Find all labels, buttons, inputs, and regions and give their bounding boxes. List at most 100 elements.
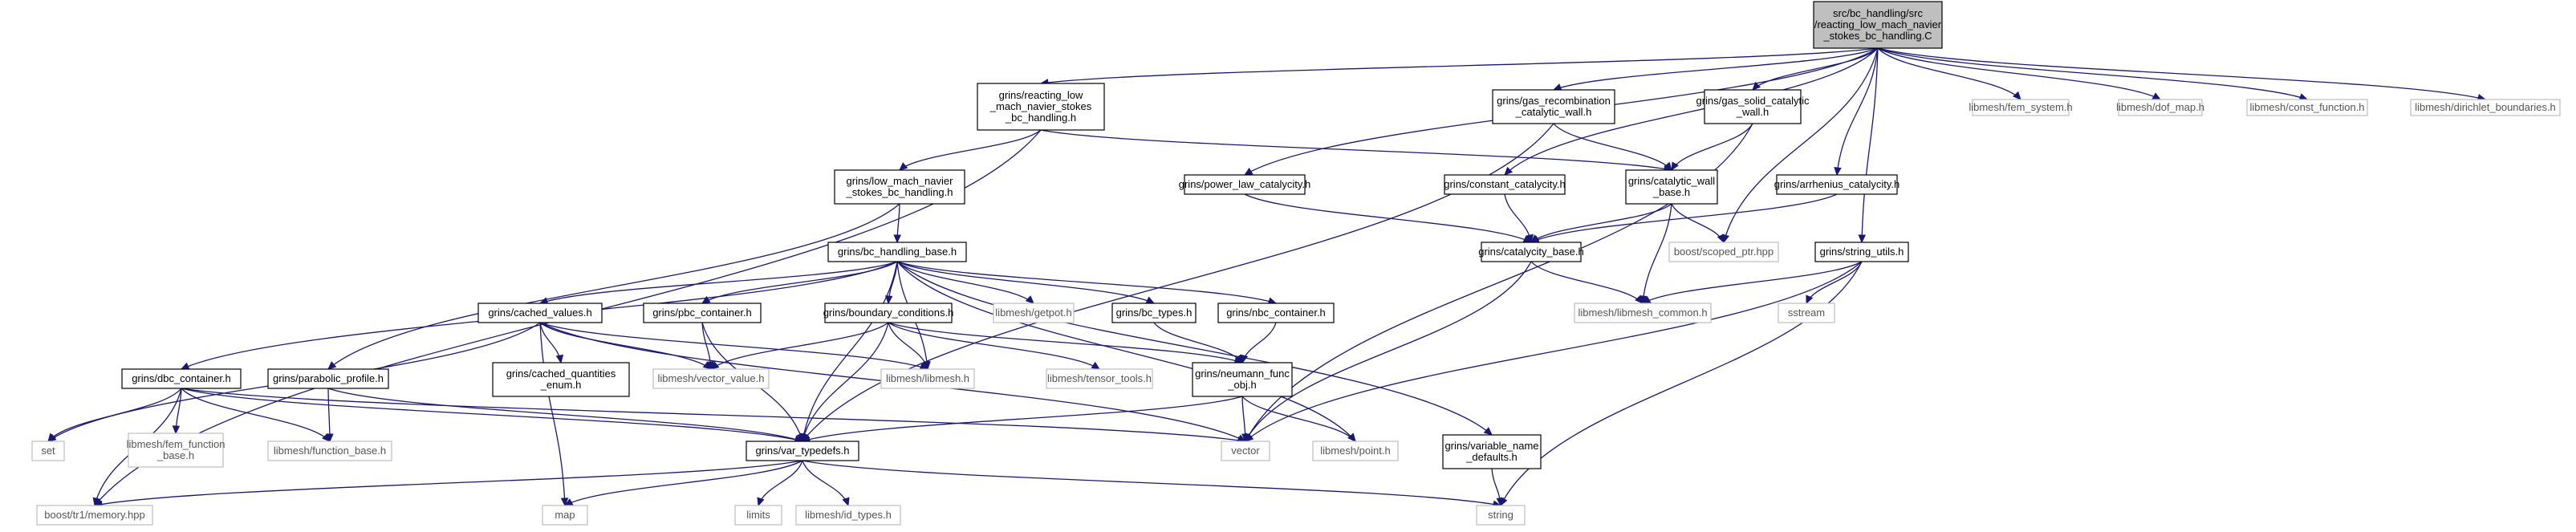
node-box: [734, 505, 782, 526]
node-box: [1704, 89, 1802, 124]
arrowhead-string: [1496, 497, 1504, 507]
file-node-dbc-container[interactable]: grins/dbc_container.h: [121, 368, 242, 389]
node-label: grins/variable_name: [1444, 440, 1538, 452]
edge-arrhenius-to-catalycity_base: [1530, 193, 1838, 243]
edge-root-to-scoped_ptr: [1723, 47, 1879, 243]
file-node-parabolic[interactable]: grins/parabolic_profile.h: [267, 368, 389, 389]
node-label: libmesh/getpot.h: [995, 307, 1071, 319]
node-label: grins/arrhenius_catalycity.h: [1774, 178, 1900, 190]
node-box: [1625, 169, 1718, 205]
file-node-var-typedefs[interactable]: grins/var_typedefs.h: [746, 441, 859, 461]
file-node-map: map: [542, 505, 588, 526]
file-node-string: string: [1476, 505, 1526, 526]
file-node-low-mach[interactable]: grins/low_mach_navier_stokes_bc_handling…: [834, 169, 965, 205]
file-node-pbc-container[interactable]: grins/pbc_container.h: [643, 303, 762, 323]
node-label: libmesh/libmesh_common.h: [1578, 307, 1707, 319]
file-node-constant-cat[interactable]: grins/constant_catalycity.h: [1444, 174, 1566, 195]
edge-bc_base-to-point: [896, 261, 1356, 442]
node-box: [1972, 99, 2070, 116]
node-box: [1046, 368, 1153, 389]
node-label: grins/catalytic_wall: [1628, 175, 1715, 187]
node-label: _stokes_bc_handling.h: [846, 186, 953, 198]
arrowhead-libmesh_h: [921, 360, 930, 371]
arrowhead-tensor_tools: [1091, 361, 1101, 370]
edge-dbc_container-to-function_base: [181, 388, 331, 442]
node-label: grins/pbc_container.h: [652, 307, 752, 319]
node-label: grins/parabolic_profile.h: [273, 372, 384, 384]
node-box: [1668, 242, 1779, 262]
edge-cached_values-to-vector_value: [539, 322, 712, 370]
edge-rlmns-to-cat_wall_base: [1040, 129, 1672, 171]
arrowhead-fem_system: [2013, 91, 2021, 100]
file-node-function-base: libmesh/function_base.h: [267, 441, 392, 461]
node-label: src/bc_handling/src: [1833, 7, 1923, 19]
arrowhead-constant_cat: [1504, 166, 1514, 176]
file-node-const-function: libmesh/const_function.h: [2246, 99, 2368, 116]
node-label: grins/string_utils.h: [1820, 246, 1904, 258]
node-box: [1476, 505, 1526, 526]
node-box: [1778, 303, 1835, 323]
file-node-bc-base[interactable]: grins/bc_handling_base.h: [827, 242, 967, 262]
node-label: grins/cached_values.h: [488, 307, 591, 319]
edge-var_typedefs-to-id_types: [802, 460, 849, 506]
node-box: [746, 441, 859, 461]
arrowhead-vector_value: [710, 361, 720, 370]
edge-neumann-to-var_typedefs: [802, 396, 1243, 442]
edge-root-to-constant_cat: [1504, 47, 1879, 176]
node-label: grins/cached_quantities: [506, 368, 616, 380]
arrowhead-bc_base: [893, 234, 901, 244]
file-node-power-law[interactable]: grins/power_law_catalycity.h: [1179, 174, 1311, 195]
file-node-string-utils[interactable]: grins/string_utils.h: [1814, 242, 1909, 262]
node-label: grins/gas_solid_catalytic: [1696, 95, 1810, 107]
node-box: [1813, 1, 1943, 49]
node-label: grins/catalycity_base.h: [1478, 246, 1584, 258]
arrowhead-getpot: [1025, 295, 1034, 304]
file-node-root[interactable]: src/bc_handling/src/reacting_low_mach_na…: [1813, 1, 1943, 49]
node-label: grins/var_typedefs.h: [755, 445, 849, 457]
file-node-nbc-container[interactable]: grins/nbc_container.h: [1217, 303, 1335, 323]
file-node-cat-wall-base[interactable]: grins/catalytic_wall_base.h: [1625, 169, 1718, 205]
file-node-bc-types[interactable]: grins/bc_types.h: [1111, 303, 1197, 323]
node-box: [834, 169, 965, 205]
node-box: [492, 362, 630, 397]
edge-cat_wall_base-to-libmesh_common: [1642, 203, 1672, 304]
file-node-cached-qty[interactable]: grins/cached_quantities_enum.h: [492, 362, 630, 397]
node-box: [31, 441, 65, 461]
file-node-tensor-tools: libmesh/tensor_tools.h: [1046, 368, 1153, 389]
arrowhead-gas_solid: [1752, 81, 1761, 91]
edge-var_typedefs-to-limits: [758, 460, 803, 506]
file-node-vector: vector: [1221, 441, 1270, 461]
edge-cat_wall_base-to-scoped_ptr: [1671, 203, 1725, 243]
edge-gas_recomb-to-cat_wall_base: [1553, 123, 1672, 171]
arrowhead-catalycity_base: [1526, 234, 1534, 244]
node-box: [121, 368, 242, 389]
arrowhead-scoped_ptr: [1717, 234, 1725, 244]
arrowhead-power_law: [1243, 168, 1253, 176]
file-node-boundary-cond[interactable]: grins/boundary_conditions.h: [823, 303, 954, 323]
edge-root-to-arrhenius: [1836, 47, 1879, 176]
file-node-neumann[interactable]: grins/neumann_func_obj.h: [1192, 362, 1293, 397]
node-label: libmesh/libmesh.h: [886, 372, 969, 384]
file-node-gas-recomb[interactable]: grins/gas_recombination_catalytic_wall.h: [1492, 89, 1615, 124]
file-node-rlmns[interactable]: grins/reacting_low_mach_navier_stokes_bc…: [977, 83, 1105, 131]
node-box: [267, 441, 392, 461]
file-node-gas-solid[interactable]: grins/gas_solid_catalytic_wall.h: [1696, 89, 1810, 124]
file-node-arrhenius[interactable]: grins/arrhenius_catalycity.h: [1774, 174, 1900, 195]
arrowhead-neumann: [1240, 354, 1249, 364]
dependency-edges: [47, 47, 2487, 508]
node-label: libmesh/fem_system.h: [1969, 101, 2072, 113]
arrowhead-limits: [757, 497, 765, 507]
node-label: sstream: [1788, 307, 1825, 319]
file-node-set: set: [31, 441, 65, 461]
node-box: [977, 83, 1105, 131]
file-node-catalycity-base[interactable]: grins/catalycity_base.h: [1478, 242, 1584, 262]
edge-power_law-to-catalycity_base: [1244, 193, 1532, 243]
node-box: [2118, 99, 2203, 116]
file-node-cached-values[interactable]: grins/cached_values.h: [477, 303, 603, 323]
file-node-variable-name[interactable]: grins/variable_name_defaults.h: [1442, 434, 1542, 469]
node-box: [880, 368, 975, 389]
arrowhead-vector_value: [706, 361, 715, 371]
edge-dbc_container-to-vector: [181, 388, 1246, 442]
file-node-libmesh-h: libmesh/libmesh.h: [880, 368, 975, 389]
edge-catalycity_base-to-vector: [1245, 261, 1532, 442]
